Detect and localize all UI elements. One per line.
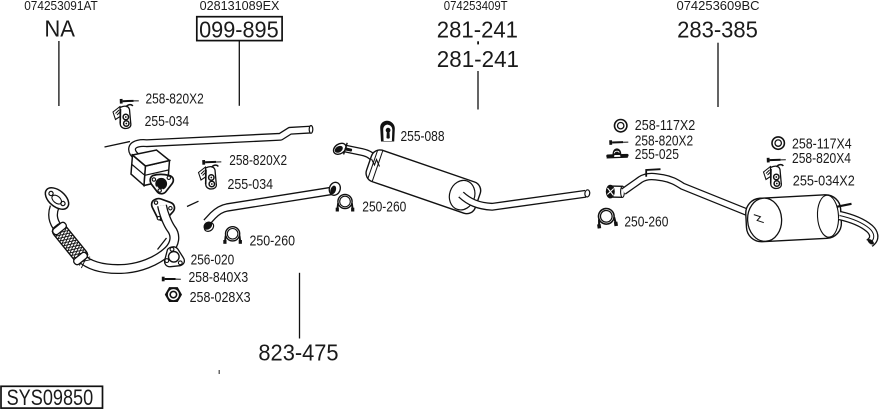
svg-text:255-034: 255-034 <box>228 176 274 193</box>
svg-text:NA: NA <box>44 16 75 42</box>
svg-text:250-260: 250-260 <box>250 233 296 250</box>
svg-text:250-260: 250-260 <box>362 198 406 215</box>
svg-text:281-241: 281-241 <box>437 46 519 72</box>
svg-text:255-034X2: 255-034X2 <box>793 173 855 190</box>
svg-text:256-020: 256-020 <box>191 252 235 269</box>
svg-text:258-820X2: 258-820X2 <box>146 90 204 107</box>
svg-text:099-895: 099-895 <box>199 17 279 43</box>
svg-text:258-820X2: 258-820X2 <box>635 132 693 149</box>
svg-text:281-241: 281-241 <box>437 16 518 42</box>
svg-text:255-025: 255-025 <box>635 146 679 163</box>
svg-text:074253409T: 074253409T <box>444 0 508 13</box>
svg-text:SYS09850: SYS09850 <box>7 385 94 409</box>
svg-text:823-475: 823-475 <box>258 340 338 366</box>
svg-text:258-117X2: 258-117X2 <box>635 117 696 134</box>
svg-text:258-840X3: 258-840X3 <box>189 269 249 286</box>
svg-text:258-117X4: 258-117X4 <box>792 135 852 152</box>
svg-text:258-028X3: 258-028X3 <box>190 289 251 306</box>
svg-text:255-034: 255-034 <box>145 113 190 130</box>
svg-text:283-385: 283-385 <box>677 17 758 43</box>
svg-text:258-820X4: 258-820X4 <box>792 150 851 167</box>
svg-text:074253609BC: 074253609BC <box>677 0 760 13</box>
svg-text:258-820X2: 258-820X2 <box>229 152 287 169</box>
svg-text:250-260: 250-260 <box>624 214 668 231</box>
svg-text:074253091AT: 074253091AT <box>24 0 98 13</box>
svg-text:028131089EX: 028131089EX <box>200 0 280 13</box>
svg-text:255-088: 255-088 <box>401 128 445 145</box>
